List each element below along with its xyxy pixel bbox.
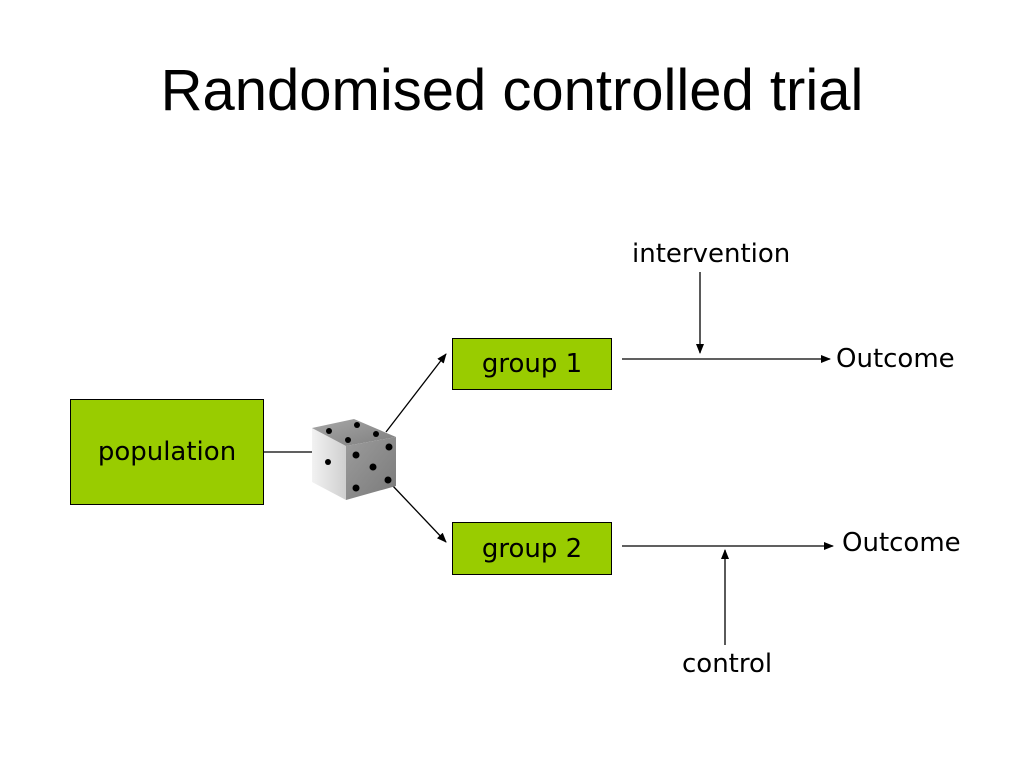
group1-label: group 1 xyxy=(481,349,583,379)
population-label: population xyxy=(97,437,237,467)
dice-icon xyxy=(312,419,396,500)
group2-box: group 2 xyxy=(452,522,612,575)
slide-title: Randomised controlled trial xyxy=(160,58,864,123)
arrow-die-group2 xyxy=(391,484,447,543)
group1-box: group 1 xyxy=(452,338,612,390)
intervention-label: intervention xyxy=(632,239,791,269)
arrow-die-group1 xyxy=(385,353,447,433)
outcome2-label: Outcome xyxy=(842,528,961,558)
population-box: population xyxy=(70,399,264,505)
group2-label: group 2 xyxy=(481,533,583,564)
outcome1-label: Outcome xyxy=(836,344,955,374)
control-label: control xyxy=(682,649,773,679)
